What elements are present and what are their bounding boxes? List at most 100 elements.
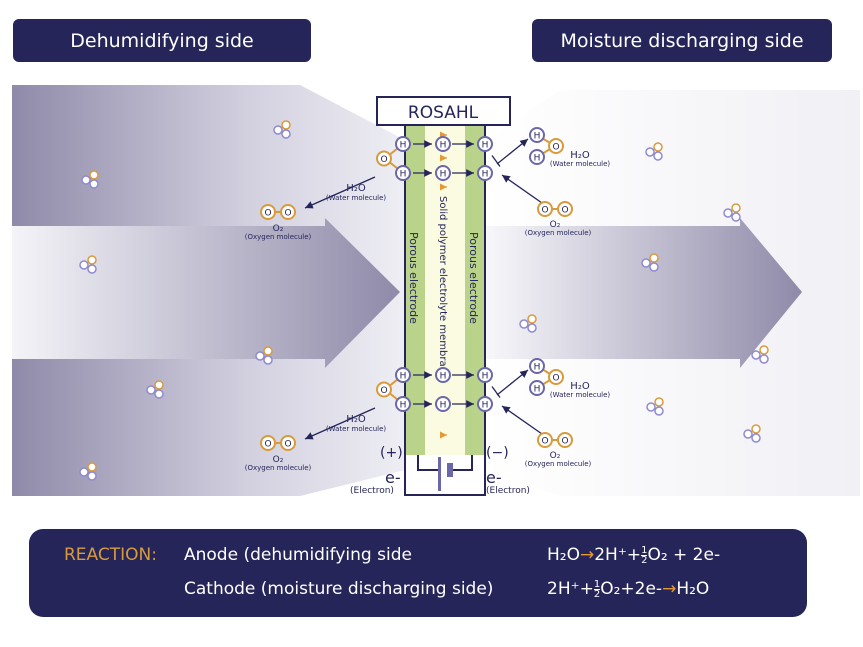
svg-text:H: H (482, 141, 489, 151)
battery-plate-short (447, 463, 453, 477)
oxygen-atom: O (260, 435, 276, 451)
oxygen-label: O₂ (273, 455, 284, 465)
plus-terminal: (+) (380, 445, 403, 461)
svg-text:H: H (440, 141, 447, 151)
hydrogen-atom: H (477, 136, 493, 152)
water-molecule-icon (273, 120, 291, 139)
svg-text:H: H (440, 372, 447, 382)
svg-text:O: O (284, 440, 291, 450)
svg-text:H: H (534, 132, 541, 142)
svg-text:H: H (534, 363, 541, 373)
svg-text:H: H (400, 372, 407, 382)
svg-text:H: H (440, 170, 447, 180)
water-label: H₂O (570, 381, 590, 392)
inflow-arrow (12, 218, 400, 368)
electron-right: e- (486, 468, 502, 487)
water-molecule-icon (646, 397, 664, 416)
hydrogen-atom: H (477, 396, 493, 412)
oxygen-release-arrow (304, 407, 376, 440)
electron-left: e- (385, 468, 401, 487)
water-label: H₂O (570, 150, 590, 161)
water-label: H₂O (346, 183, 366, 194)
oxygen-atom: O (537, 201, 553, 217)
right-electrode-label: Porous electrode (467, 232, 480, 324)
diagram-canvas: ROSAHL Porous electrode Porous electrode… (12, 85, 860, 496)
oxygen-atom: O (548, 369, 564, 385)
svg-text:H: H (440, 401, 447, 411)
hydrogen-atom: H (529, 380, 545, 396)
oxygen-label: O₂ (550, 451, 561, 461)
hydrogen-atom: H (477, 367, 493, 383)
water-molecule-icon (751, 345, 769, 364)
water-molecule-icon (645, 142, 663, 161)
water-description: (Water molecule) (550, 391, 611, 399)
hydrogen-atom: H (395, 367, 411, 383)
oxygen-description: (Oxygen molecule) (525, 460, 592, 468)
svg-text:O: O (552, 143, 559, 153)
oxygen-description: (Oxygen molecule) (525, 229, 592, 237)
svg-text:O: O (561, 437, 568, 447)
moisture-discharging-side-header: Moisture discharging side (532, 19, 832, 62)
svg-text:O: O (552, 374, 559, 384)
water-molecule-icon (81, 170, 99, 189)
svg-text:H: H (482, 401, 489, 411)
svg-text:O: O (561, 206, 568, 216)
svg-text:H: H (400, 170, 407, 180)
reaction-label: REACTION: (64, 545, 157, 565)
cathode-label: Cathode (moisture discharging side) (184, 579, 494, 599)
water-molecule-icon (146, 380, 164, 399)
hydrogen-atom: H (395, 396, 411, 412)
hydrogen-atom: H (435, 165, 451, 181)
brand-box (376, 96, 511, 126)
svg-text:O: O (264, 440, 271, 450)
svg-text:H: H (534, 154, 541, 164)
minus-terminal: (−) (486, 445, 509, 461)
svg-text:H: H (400, 401, 407, 411)
hydrogen-atom: H (435, 367, 451, 383)
svg-text:O: O (541, 437, 548, 447)
water-label: H₂O (346, 414, 366, 425)
hydrogen-atom: H (529, 149, 545, 165)
outflow-arrow (485, 218, 802, 368)
svg-text:H: H (534, 385, 541, 395)
hydrogen-atom: H (529, 358, 545, 374)
left-electrode-label: Porous electrode (407, 232, 420, 324)
reaction-panel: REACTION: Anode (dehumidifying side Cath… (29, 529, 807, 617)
hydrogen-atom: H (435, 136, 451, 152)
oxygen-atom: O (557, 432, 573, 448)
anode-label: Anode (dehumidifying side (184, 545, 412, 565)
water-molecule-icon (641, 253, 659, 272)
dehumidifying-side-header: Dehumidifying side (13, 19, 311, 62)
hydrogen-atom: H (477, 165, 493, 181)
water-description: (Water molecule) (326, 194, 387, 202)
water-form-arrow (496, 369, 529, 396)
oxygen-atom: O (376, 150, 392, 167)
oxygen-release-arrow (304, 176, 376, 209)
oxygen-atom: O (260, 204, 276, 220)
water-description: (Water molecule) (550, 160, 611, 168)
electron-label-left: (Electron) (350, 486, 394, 496)
svg-text:O: O (380, 386, 387, 396)
reaction-arrow: → (662, 579, 677, 599)
svg-text:H: H (482, 170, 489, 180)
brand-label: ROSAHL (408, 103, 479, 123)
oxygen-atom: O (557, 201, 573, 217)
membrane-label: Solid polymer electrolyte membrane (437, 196, 448, 379)
oxygen-description: (Oxygen molecule) (245, 233, 312, 241)
svg-text:O: O (264, 209, 271, 219)
oxygen-label: O₂ (273, 224, 284, 234)
battery-icon (417, 455, 473, 471)
water-molecule-icon (723, 203, 741, 222)
svg-text:H: H (482, 372, 489, 382)
oxygen-description: (Oxygen molecule) (245, 464, 312, 472)
hydrogen-atom: H (529, 127, 545, 143)
water-form-arrow (496, 138, 529, 165)
oxygen-atom: O (376, 381, 392, 398)
svg-text:H: H (400, 141, 407, 151)
oxygen-atom: O (280, 204, 296, 220)
